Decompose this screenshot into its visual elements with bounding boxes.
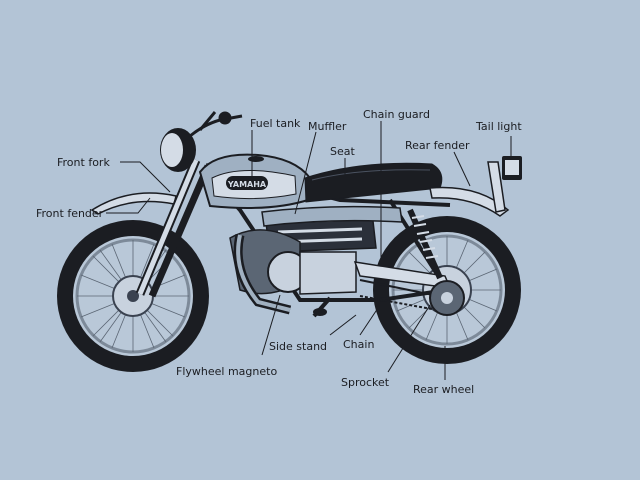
label-seat: Seat — [330, 145, 355, 158]
sprocket — [429, 280, 465, 316]
label-rear-fender: Rear fender — [405, 139, 470, 152]
rear-shock — [407, 208, 443, 280]
front-fork — [135, 158, 212, 298]
label-muffler: Muffler — [308, 120, 347, 133]
front-wheel — [57, 220, 209, 372]
label-fuel-tank: Fuel tank — [250, 117, 301, 130]
label-chain: Chain — [343, 338, 375, 351]
label-chain-guard: Chain guard — [363, 108, 430, 121]
tank-badge: YAMAHA — [227, 180, 267, 189]
label-front-fork: Front fork — [57, 156, 110, 169]
fuel-tank: YAMAHA — [198, 153, 312, 209]
label-sprocket: Sprocket — [341, 376, 390, 389]
headlight — [160, 128, 196, 172]
seat — [304, 162, 443, 203]
leader-lines — [106, 121, 512, 380]
license-bracket — [487, 161, 506, 213]
label-tail-light: Tail light — [476, 120, 522, 133]
rear-fender — [429, 186, 510, 217]
muffler — [233, 205, 403, 315]
label-flywheel-magneto: Flywheel magneto — [176, 365, 278, 378]
front-fender — [90, 192, 177, 215]
label-front-fender: Front fender — [36, 207, 104, 220]
handlebar — [189, 111, 243, 138]
label-rear-wheel: Rear wheel — [413, 383, 475, 396]
tail-light — [502, 156, 522, 180]
label-side-stand: Side stand — [269, 340, 328, 353]
